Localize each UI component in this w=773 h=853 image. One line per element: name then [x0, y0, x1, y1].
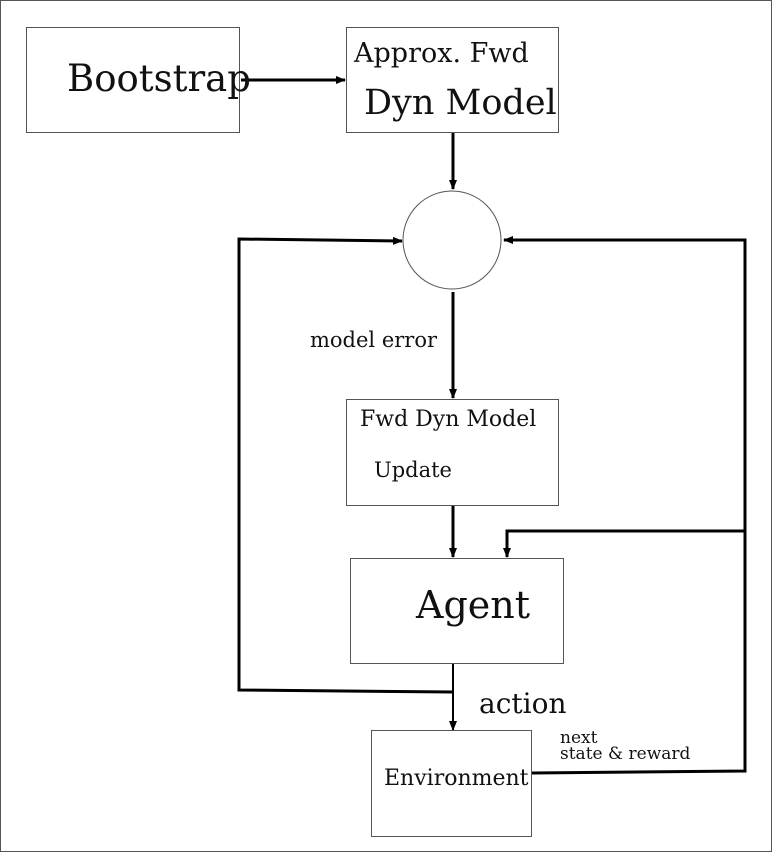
- environment-box: Environment: [371, 730, 532, 837]
- action-label: action: [479, 687, 567, 720]
- bootstrap-box: Bootstrap: [26, 27, 251, 133]
- model-error-label: model error: [310, 328, 438, 352]
- approx-model-label-line2: Dyn Model: [364, 83, 557, 123]
- arrow-next-state-to-agent: [503, 529, 745, 558]
- approx-model-label-line1: Approx. Fwd: [354, 38, 529, 69]
- next-state-label-line2: state & reward: [560, 744, 691, 764]
- approx-model-box: Approx. Fwd Dyn Model: [346, 27, 559, 133]
- agent-label: Agent: [416, 583, 530, 627]
- model-update-box: Fwd Dyn Model Update: [346, 399, 559, 506]
- arrow-action-feedback-loop: [237, 236, 454, 694]
- next-state-label-line1: next: [560, 728, 598, 748]
- bootstrap-label: Bootstrap: [67, 57, 251, 100]
- arrow-next-state-to-comparator: [503, 236, 747, 775]
- comparator-node: [402, 190, 502, 290]
- environment-label: Environment: [384, 766, 529, 791]
- model-update-label-line2: Update: [374, 458, 452, 482]
- agent-box: Agent: [350, 558, 564, 664]
- model-update-label-line1: Fwd Dyn Model: [360, 407, 537, 432]
